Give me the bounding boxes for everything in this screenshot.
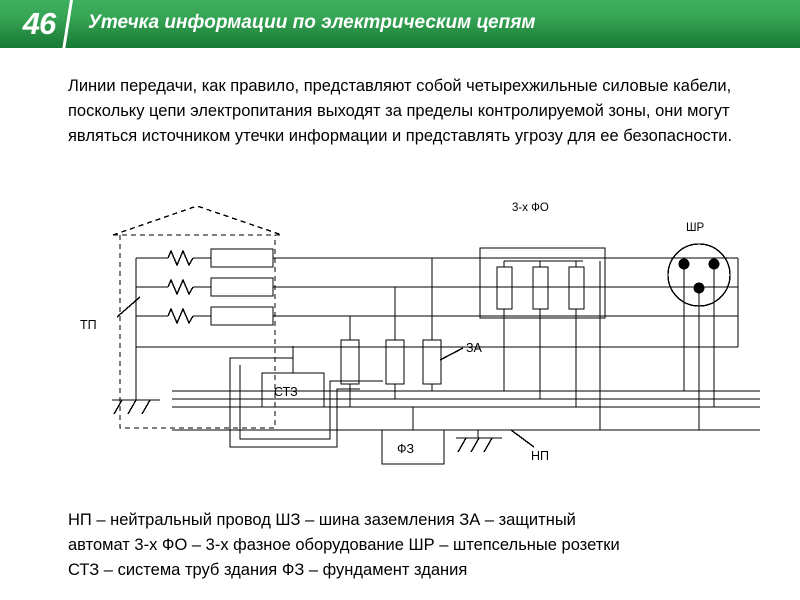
substation-dashed-enclosure <box>112 205 283 429</box>
legend-line-1: НП – нейтральный провод ШЗ – шина заземл… <box>68 511 576 529</box>
legend-line-2: автомат 3-х ФО – 3-х фазное оборудование… <box>68 536 620 554</box>
np-leader-line <box>510 429 535 448</box>
circuit-diagram-svg: ТП СТЗ ЗА ФЗ НП 3-х ФО ШР <box>80 202 760 465</box>
slide-number: 46 <box>22 6 56 41</box>
slide-header: 46 Утечка информации по электрическим це… <box>0 0 800 48</box>
stz-loop-outer <box>229 346 360 448</box>
label-np: НП <box>531 449 549 463</box>
label-shr: ШР <box>686 222 705 234</box>
fo-element-2 <box>532 266 549 310</box>
label-fz: ФЗ <box>397 442 414 456</box>
transformer-phase-2 <box>136 277 274 297</box>
transformer-phase-3 <box>136 306 274 326</box>
za-leader-line <box>439 347 464 361</box>
label-tp: ТП <box>80 318 97 332</box>
label-stz: СТЗ <box>274 385 298 399</box>
legend-block: НП – нейтральный провод ШЗ – шина заземл… <box>68 508 768 583</box>
fo-equipment-block <box>479 247 606 430</box>
stz-loop-inner <box>239 365 383 440</box>
transformer-phase-1 <box>136 248 274 268</box>
circuit-diagram: ТП СТЗ ЗА ФЗ НП 3-х ФО ШР <box>0 185 800 495</box>
shz-ground-symbol <box>456 437 502 453</box>
page-title: Утечка информации по электрическим цепям <box>88 12 536 33</box>
shr-socket <box>667 243 731 430</box>
legend-line-3: СТЗ – система труб здания ФЗ – фундамент… <box>68 561 468 579</box>
fo-element-3 <box>568 266 585 310</box>
za-out-1 <box>349 384 600 408</box>
za-out-3 <box>431 384 600 392</box>
substation-ground-symbol <box>112 399 160 415</box>
fo-element-1 <box>496 266 513 310</box>
label-za: ЗА <box>466 341 483 355</box>
label-fo: 3-х ФО <box>512 202 549 214</box>
intro-paragraph: Линии передачи, как правило, представляю… <box>68 77 733 145</box>
tp-leader-line <box>116 296 141 318</box>
